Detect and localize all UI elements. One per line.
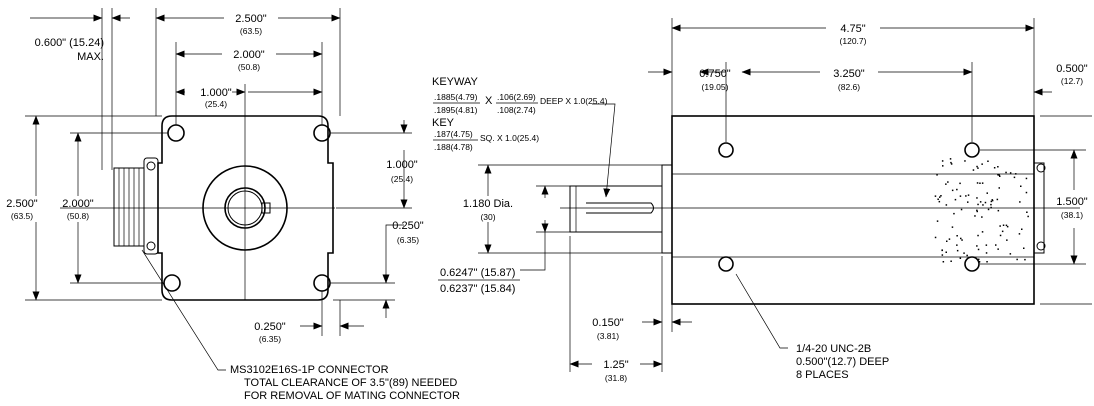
mounting-hole-tl — [167, 124, 185, 142]
dim-height-outer-mm: (63.5) — [11, 211, 33, 221]
flange — [661, 164, 673, 254]
key-top: .187(4.75) — [434, 129, 473, 139]
dim-connector-max: MAX. — [77, 51, 104, 63]
front-view-body — [157, 115, 334, 301]
keyway-width-bot: .1895(4.81) — [434, 105, 478, 115]
keyway-width-top: .1885(4.79) — [434, 92, 478, 102]
dim-shaft-bot: 0.6237" (15.84) — [440, 283, 515, 295]
keyway-label: KEYWAY — [432, 76, 479, 88]
dim-total-length-mm: (120.7) — [840, 36, 867, 46]
dim-left-hole: 0.750" — [699, 68, 731, 80]
shaft — [569, 185, 663, 233]
side-hole-br — [964, 256, 980, 272]
dim-width-outer-mm: (63.5) — [240, 26, 262, 36]
connector-note-1: MS3102E16S-1P CONNECTOR — [230, 364, 389, 376]
dim-connector: 0.600" (15.24) — [35, 37, 104, 49]
dim-hole-vert: 1.500" — [1056, 196, 1088, 208]
dim-bottom-small-mm: (6.35) — [259, 334, 281, 344]
dim-shaft-length-mm: (31.8) — [605, 373, 627, 383]
dim-right-small-mm: (6.35) — [397, 235, 419, 245]
dim-shaft-top: 0.6247" (15.87) — [440, 267, 515, 279]
dim-width-inner-mm: (50.8) — [238, 62, 260, 72]
keyway-x: X — [485, 95, 493, 107]
dim-flange-mm: (3.81) — [597, 331, 619, 341]
dim-right-half: 1.000" — [386, 159, 418, 171]
keyway-depth-top: .106(2.69) — [497, 92, 536, 102]
dim-hole-span-mm: (82.6) — [838, 82, 860, 92]
dim-right-small: 0.250" — [392, 220, 424, 232]
dim-right-half-mm: (25.4) — [391, 174, 413, 184]
connector-flange — [143, 157, 159, 255]
tap-note-1: 1/4-20 UNC-2B — [796, 343, 871, 355]
dim-right-end: 0.500" — [1056, 63, 1088, 75]
side-hole-bl — [718, 256, 734, 272]
dim-width-inner: 2.000" — [233, 49, 265, 61]
dim-pilot-mm: (30) — [480, 212, 495, 222]
keyway-deep: DEEP X 1.0(25.4) — [540, 96, 608, 106]
dim-left-hole-mm: (19.05) — [702, 82, 729, 92]
dim-flange: 0.150" — [592, 317, 624, 329]
dim-right-end-mm: (12.7) — [1061, 76, 1083, 86]
connector-note-3: FOR REMOVAL OF MATING CONNECTOR — [244, 390, 460, 402]
key-bot: .188(4.78) — [434, 142, 473, 152]
keyway-depth-bot: .108(2.74) — [497, 105, 536, 115]
dim-bottom-small: 0.250" — [254, 321, 286, 333]
dim-hole-vert-mm: (38.1) — [1061, 210, 1083, 220]
dim-hole-span: 3.250" — [833, 68, 865, 80]
stipple-pattern — [934, 158, 1029, 263]
dim-height-inner: 2.000" — [62, 198, 94, 210]
dim-height-outer: 2.500" — [6, 198, 38, 210]
dim-half-mm: (25.4) — [205, 99, 227, 109]
key-label: KEY — [432, 117, 455, 129]
side-hole-tr — [964, 142, 980, 158]
side-view: 4.75" (120.7) 0.750" (19.05) 3.250" (82.… — [432, 18, 1092, 383]
tap-note-2: 0.500"(12.7) DEEP — [796, 356, 889, 368]
front-view: 2.500" (63.5) 2.000" (50.8) 1.000" (25.4… — [6, 8, 460, 402]
dim-height-inner-mm: (50.8) — [67, 211, 89, 221]
tap-note-3: 8 PLACES — [796, 369, 849, 381]
dim-half: 1.000" — [200, 87, 232, 99]
dim-shaft-length: 1.25" — [603, 359, 628, 371]
dim-pilot: 1.180 Dia. — [463, 198, 513, 210]
side-hole-tl — [718, 142, 734, 158]
dim-width-outer: 2.500" — [235, 13, 267, 25]
key-sq: SQ. X 1.0(25.4) — [480, 133, 539, 143]
dim-total-length: 4.75" — [840, 23, 865, 35]
connector-note-2: TOTAL CLEARANCE OF 3.5"(89) NEEDED — [244, 377, 457, 389]
